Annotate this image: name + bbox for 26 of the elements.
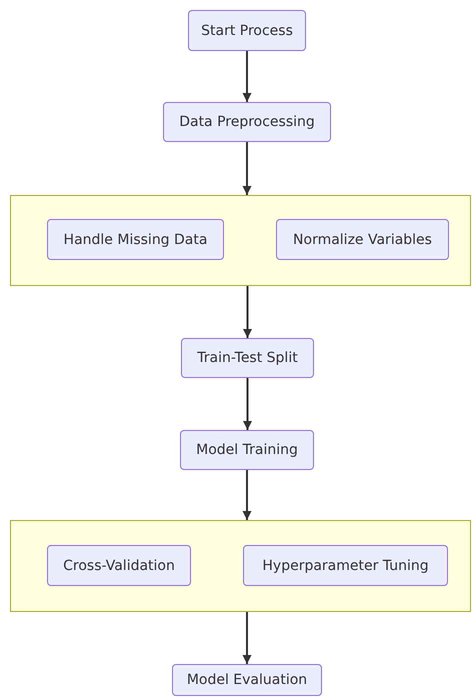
arrow: [242, 51, 252, 102]
process-box: [172, 664, 322, 696]
node-label: Normalize Variables: [293, 232, 432, 248]
process-box: [180, 430, 314, 470]
node-label: Data Preprocessing: [179, 114, 315, 130]
arrow: [242, 470, 252, 520]
group-box: [10, 520, 471, 612]
node-label: Model Training: [196, 442, 298, 458]
node-label: Model Evaluation: [186, 672, 308, 688]
arrow: [242, 142, 252, 195]
process-box: [276, 219, 449, 260]
node-label: Start Process: [201, 22, 293, 38]
process-box: [188, 10, 306, 51]
node-label: Train-Test Split: [197, 350, 298, 366]
group-box: [10, 195, 471, 286]
process-box: [181, 338, 314, 378]
node-label: Cross-Validation: [63, 558, 175, 574]
process-box: [163, 102, 331, 142]
node-label: Hyperparameter Tuning: [262, 558, 429, 574]
process-box: [47, 219, 224, 260]
node-label: Handle Missing Data: [64, 232, 208, 248]
process-box: [47, 545, 191, 586]
arrow: [243, 286, 252, 338]
arrow: [242, 612, 252, 664]
process-box: [243, 545, 448, 586]
arrow: [243, 378, 252, 430]
